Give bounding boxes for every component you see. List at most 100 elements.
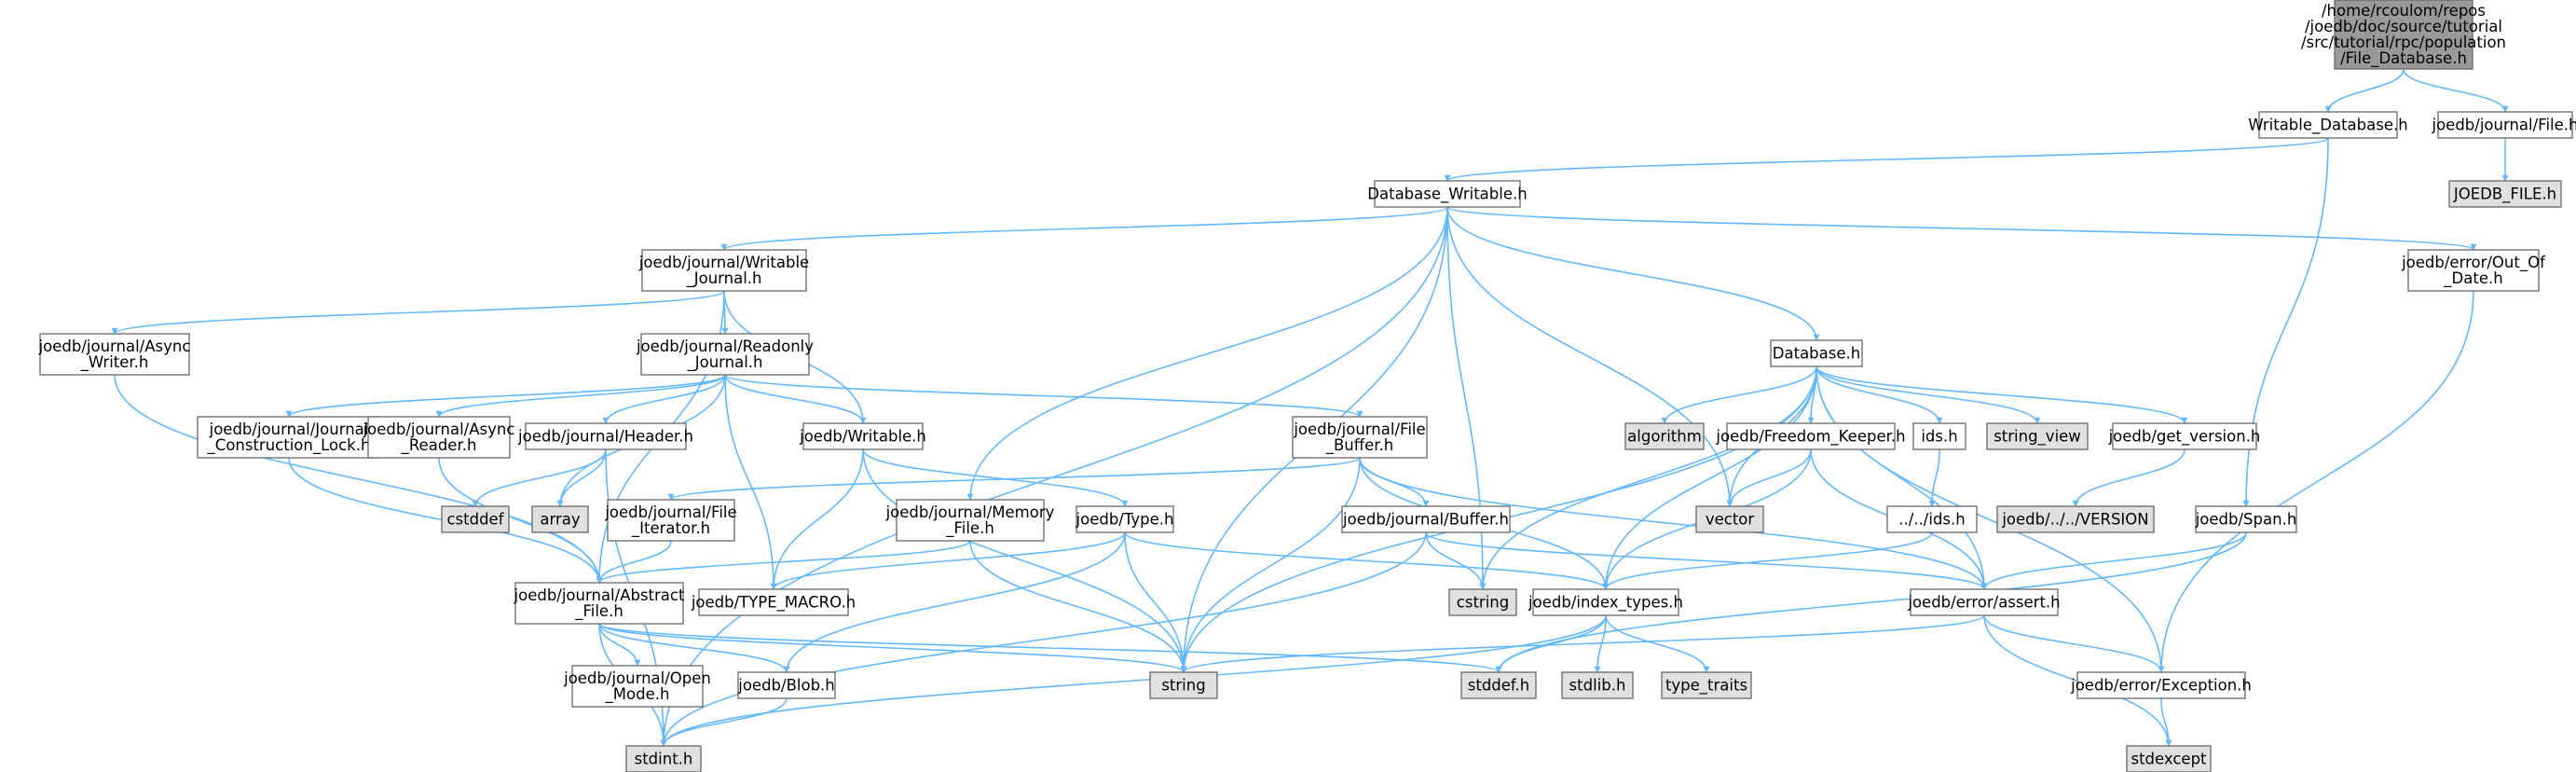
node-label: algorithm [1627, 428, 1702, 446]
node-box [1986, 422, 2089, 450]
edge-database_writable-to-out_of_date [1446, 206, 2477, 251]
node-box [2076, 671, 2246, 699]
node-get-version[interactable]: joedb/get_version.h [2108, 422, 2261, 450]
edge-database_writable-to-stdint [660, 206, 1448, 747]
node-box [1561, 671, 1634, 699]
node-database[interactable]: Database.h [1770, 339, 1863, 367]
node-label: joedb/../../VERSION [2001, 511, 2148, 529]
node-out-of-date[interactable]: joedb/error/Out_Of_Date.h [2401, 249, 2546, 292]
node-ids[interactable]: ids.h [1912, 422, 1966, 450]
node-buffer[interactable]: joedb/journal/Buffer.h [1341, 505, 1511, 533]
edge-memory_file-to-abstract_file [596, 540, 971, 584]
node-box [1149, 671, 1218, 699]
node-async-reader[interactable]: joedb/journal/Async_Reader.h [363, 416, 515, 459]
node-label: Database.h [1773, 345, 1860, 363]
node-label: cstddef [446, 511, 504, 529]
node-box [525, 422, 687, 450]
node-string: string [1149, 671, 1218, 699]
node-type[interactable]: joedb/Type.h [1076, 505, 1174, 533]
node-writable[interactable]: joedb/Writable.h [799, 422, 926, 450]
node-index-types[interactable]: joedb/index_types.h [1528, 588, 1683, 616]
node-memory-file[interactable]: joedb/journal/Memory_File.h [885, 499, 1055, 542]
node-box [531, 505, 589, 533]
node-box [1996, 505, 2155, 533]
edge-readonly_journal-to-async_reader [435, 374, 726, 418]
node-label: stddef.h [1468, 677, 1529, 695]
node-file-iterator[interactable]: joedb/journal/File_Iterator.h [604, 499, 737, 542]
node-label: _File.h [945, 519, 994, 538]
edge-database-to-algorithm [1661, 365, 1817, 424]
node-readonly-journal[interactable]: joedb/journal/Readonly_Journal.h [636, 333, 814, 376]
node-label: /File_Database.h [2340, 49, 2467, 68]
node-label: joedb/journal/Journal [209, 420, 369, 438]
edge-index_types-to-type_traits [1605, 614, 1710, 673]
node-box [2407, 249, 2540, 292]
edge-ids-to-ids_up [1928, 448, 1940, 507]
node-label: joedb/journal/Async [38, 338, 191, 355]
node-box [2448, 180, 2562, 208]
node-label: joedb/error/Out_Of [2401, 254, 2546, 272]
node-open-mode[interactable]: joedb/journal/Open_Mode.h [563, 665, 711, 708]
node-root[interactable]: /home/rcoulom/repos/joedb/doc/source/tut… [2301, 0, 2506, 70]
edge-readonly_journal-to-type_macro [724, 374, 777, 590]
node-box [2437, 111, 2573, 139]
node-label: joedb/get_version.h [2108, 428, 2261, 447]
edge-index_types-to-stdint [660, 614, 1607, 747]
edge-memory_file-to-string [969, 540, 1187, 673]
edge-type-to-index_types [1124, 531, 1610, 590]
node-blob[interactable]: joedb/Blob.h [737, 671, 836, 699]
node-exception[interactable]: joedb/error/Exception.h [2070, 671, 2252, 699]
node-journal-construction-lock[interactable]: joedb/journal/Journal_Construction_Lock.… [197, 416, 381, 459]
node-label: Database_Writable.h [1367, 186, 1527, 204]
edge-writable-to-type_macro [770, 448, 864, 590]
node-assert[interactable]: joedb/error/assert.h [1907, 588, 2061, 616]
node-box [2126, 745, 2212, 772]
node-type-macro[interactable]: joedb/TYPE_MACRO.h [691, 588, 856, 616]
node-writable-database[interactable]: Writable_Database.h [2248, 111, 2408, 139]
node-box [640, 333, 810, 376]
node-label: joedb/journal/File [604, 503, 736, 521]
edge-async_writer-to-abstract_file [114, 374, 603, 584]
node-label: joedb/Freedom_Keeper.h [1715, 428, 1905, 447]
node-string-view: string_view [1986, 422, 2089, 450]
node-box [896, 499, 1045, 542]
edge-database-to-cstring [1479, 365, 1817, 590]
node-label: joedb/journal/Async [363, 420, 515, 438]
node-writable-journal[interactable]: joedb/journal/Writable_Journal.h [638, 249, 809, 292]
node-label: _Mode.h [605, 685, 670, 704]
node-type-traits: type_traits [1661, 671, 1752, 699]
node-label: JOEDB_FILE.h [2453, 186, 2556, 204]
node-label: /home/rcoulom/repos [2322, 2, 2486, 20]
node-box [1695, 505, 1764, 533]
node-box [514, 582, 684, 625]
node-box [625, 745, 702, 772]
node-label: joedb/journal/Buffer.h [1342, 511, 1509, 529]
node-box [737, 671, 836, 699]
node-box [1661, 671, 1752, 699]
node-journal-file[interactable]: joedb/journal/File.h [2432, 111, 2576, 139]
node-label: joedb/error/assert.h [1907, 594, 2060, 612]
node-span[interactable]: joedb/Span.h [2195, 505, 2297, 533]
edge-database_writable-to-memory_file [966, 206, 1448, 501]
node-database-writable[interactable]: Database_Writable.h [1367, 180, 1528, 208]
node-label: _Construction_Lock.h [207, 436, 371, 455]
node-box [1624, 422, 1705, 450]
edge-readonly_journal-to-header [602, 374, 726, 424]
node-async-writer[interactable]: joedb/journal/Async_Writer.h [38, 333, 191, 376]
edge-database_writable-to-database [1446, 206, 1820, 341]
node-ids-up[interactable]: ../../ids.h [1886, 505, 1978, 533]
node-file-buffer[interactable]: joedb/journal/File_Buffer.h [1292, 416, 1428, 459]
node-joedb-file: JOEDB_FILE.h [2448, 180, 2562, 208]
node-abstract-file[interactable]: joedb/journal/Abstract_File.h [514, 582, 685, 625]
edge-type-to-type_macro [770, 531, 1126, 590]
node-label: cstring [1457, 594, 1509, 612]
edges-layer [111, 68, 2509, 747]
edge-header-to-array [556, 448, 607, 507]
node-freedom-keeper[interactable]: joedb/Freedom_Keeper.h [1715, 422, 1906, 450]
edge-database_writable-to-writable_journal [720, 206, 1448, 251]
edge-database-to-get_version [1816, 365, 2188, 424]
edge-assert-to-stdexcept [1983, 614, 2172, 747]
edge-abstract_file-to-string [598, 623, 1187, 673]
node-header[interactable]: joedb/journal/Header.h [517, 422, 693, 450]
